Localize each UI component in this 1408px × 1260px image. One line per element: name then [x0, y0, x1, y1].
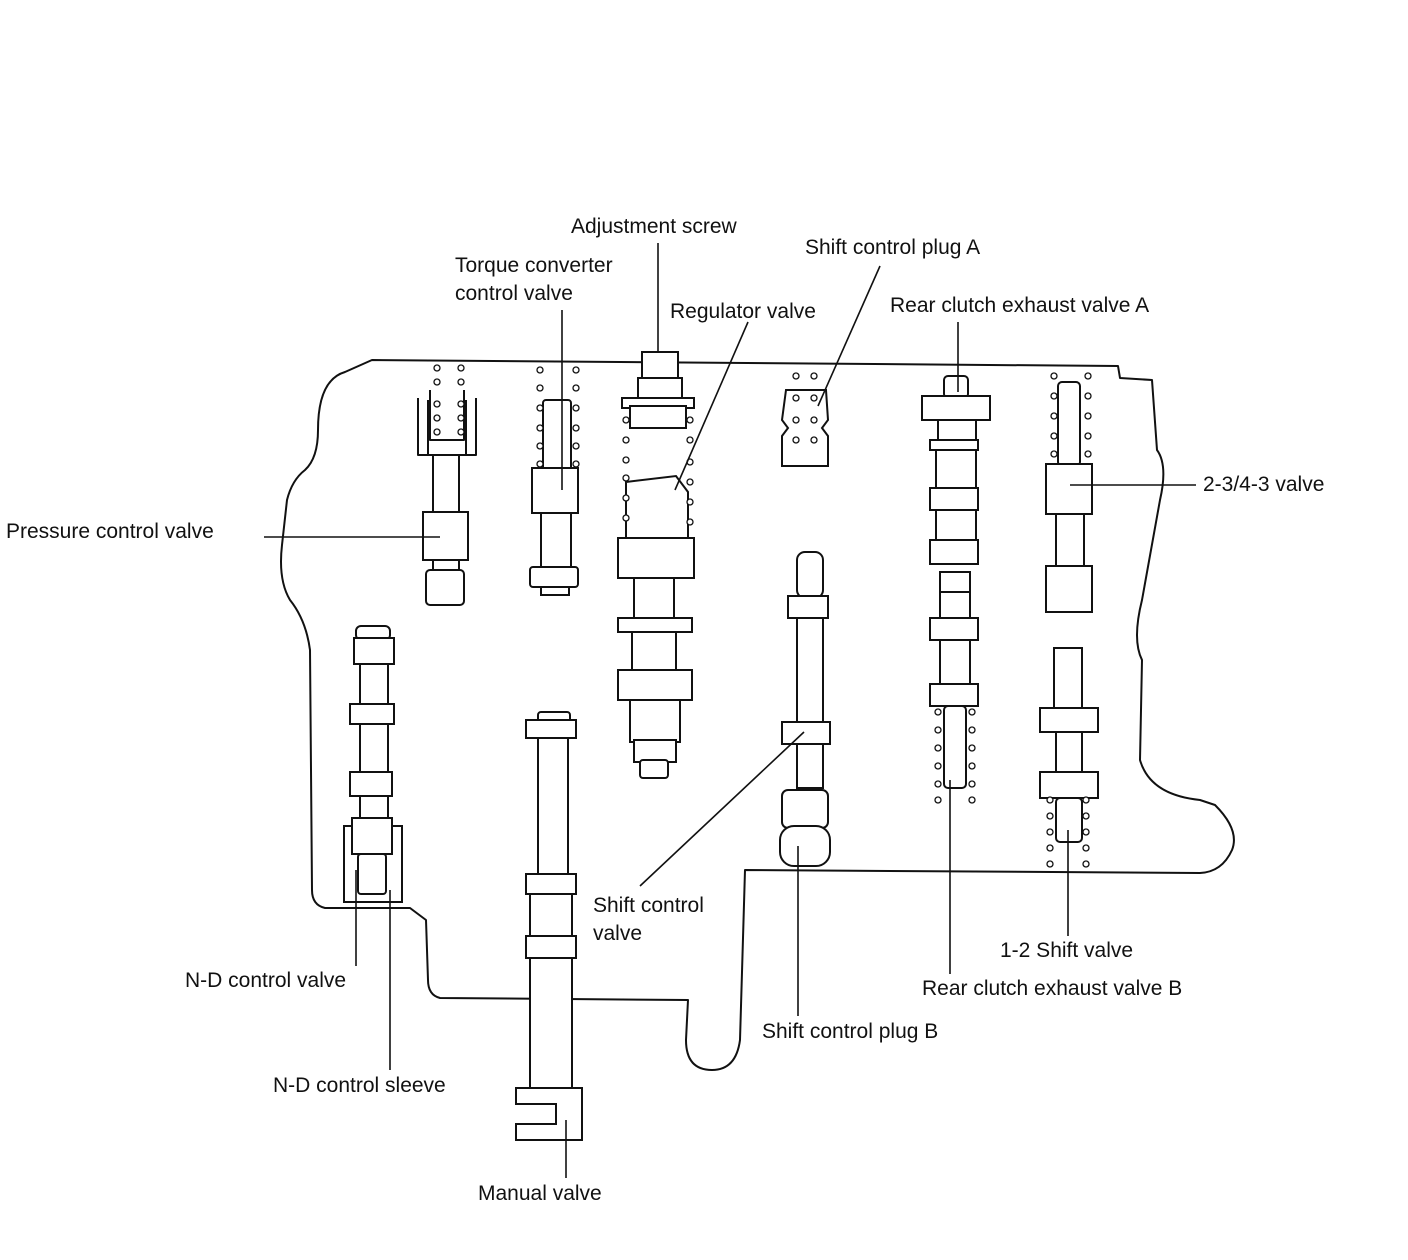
label-regulator-valve: Regulator valve — [670, 300, 816, 323]
label-rear-clutch-exhaust-valve-a: Rear clutch exhaust valve A — [890, 294, 1150, 317]
label-n-d-control-sleeve: N-D control sleeve — [273, 1074, 446, 1097]
valve-body-outline — [280, 359, 1235, 1071]
shift-control-plug-a-part — [780, 389, 830, 467]
valve-2-3-4-3-part — [1045, 381, 1093, 613]
pressure-control-valve-part — [417, 390, 477, 606]
spring-holes — [433, 364, 1092, 868]
shift-valve-1-2-part — [1039, 647, 1099, 843]
rear-clutch-exhaust-valve-part — [921, 375, 991, 789]
leader-shift-plug-a — [817, 265, 881, 407]
label-shift-control-plug-a: Shift control plug A — [805, 236, 981, 259]
label-shift-control-plug-b: Shift control plug B — [762, 1020, 939, 1043]
label-shift-control-valve: Shift control valve — [593, 894, 704, 945]
label-pressure-control-valve: Pressure control valve — [6, 520, 214, 543]
shift-control-valve-part — [779, 551, 831, 867]
label-2-3-4-3-valve: 2-3/4-3 valve — [1203, 473, 1325, 496]
leader-lines — [264, 243, 1196, 1178]
regulator-valve-part — [617, 351, 695, 779]
label-rear-clutch-exhaust-valve-b: Rear clutch exhaust valve B — [922, 977, 1183, 1000]
torque-converter-control-valve-part — [529, 399, 579, 596]
label-manual-valve: Manual valve — [478, 1182, 602, 1205]
leader-regulator — [674, 321, 749, 491]
label-n-d-control-valve: N-D control valve — [185, 969, 347, 992]
label-torque-converter-control-valve: Torque converter control valve — [455, 254, 613, 305]
leader-shift-control-valve — [639, 731, 805, 887]
n-d-control-valve-part — [343, 625, 403, 903]
manual-valve-part — [515, 711, 583, 1141]
label-adjustment-screw: Adjustment screw — [571, 215, 737, 238]
label-1-2-shift-valve: 1-2 Shift valve — [1000, 939, 1134, 962]
